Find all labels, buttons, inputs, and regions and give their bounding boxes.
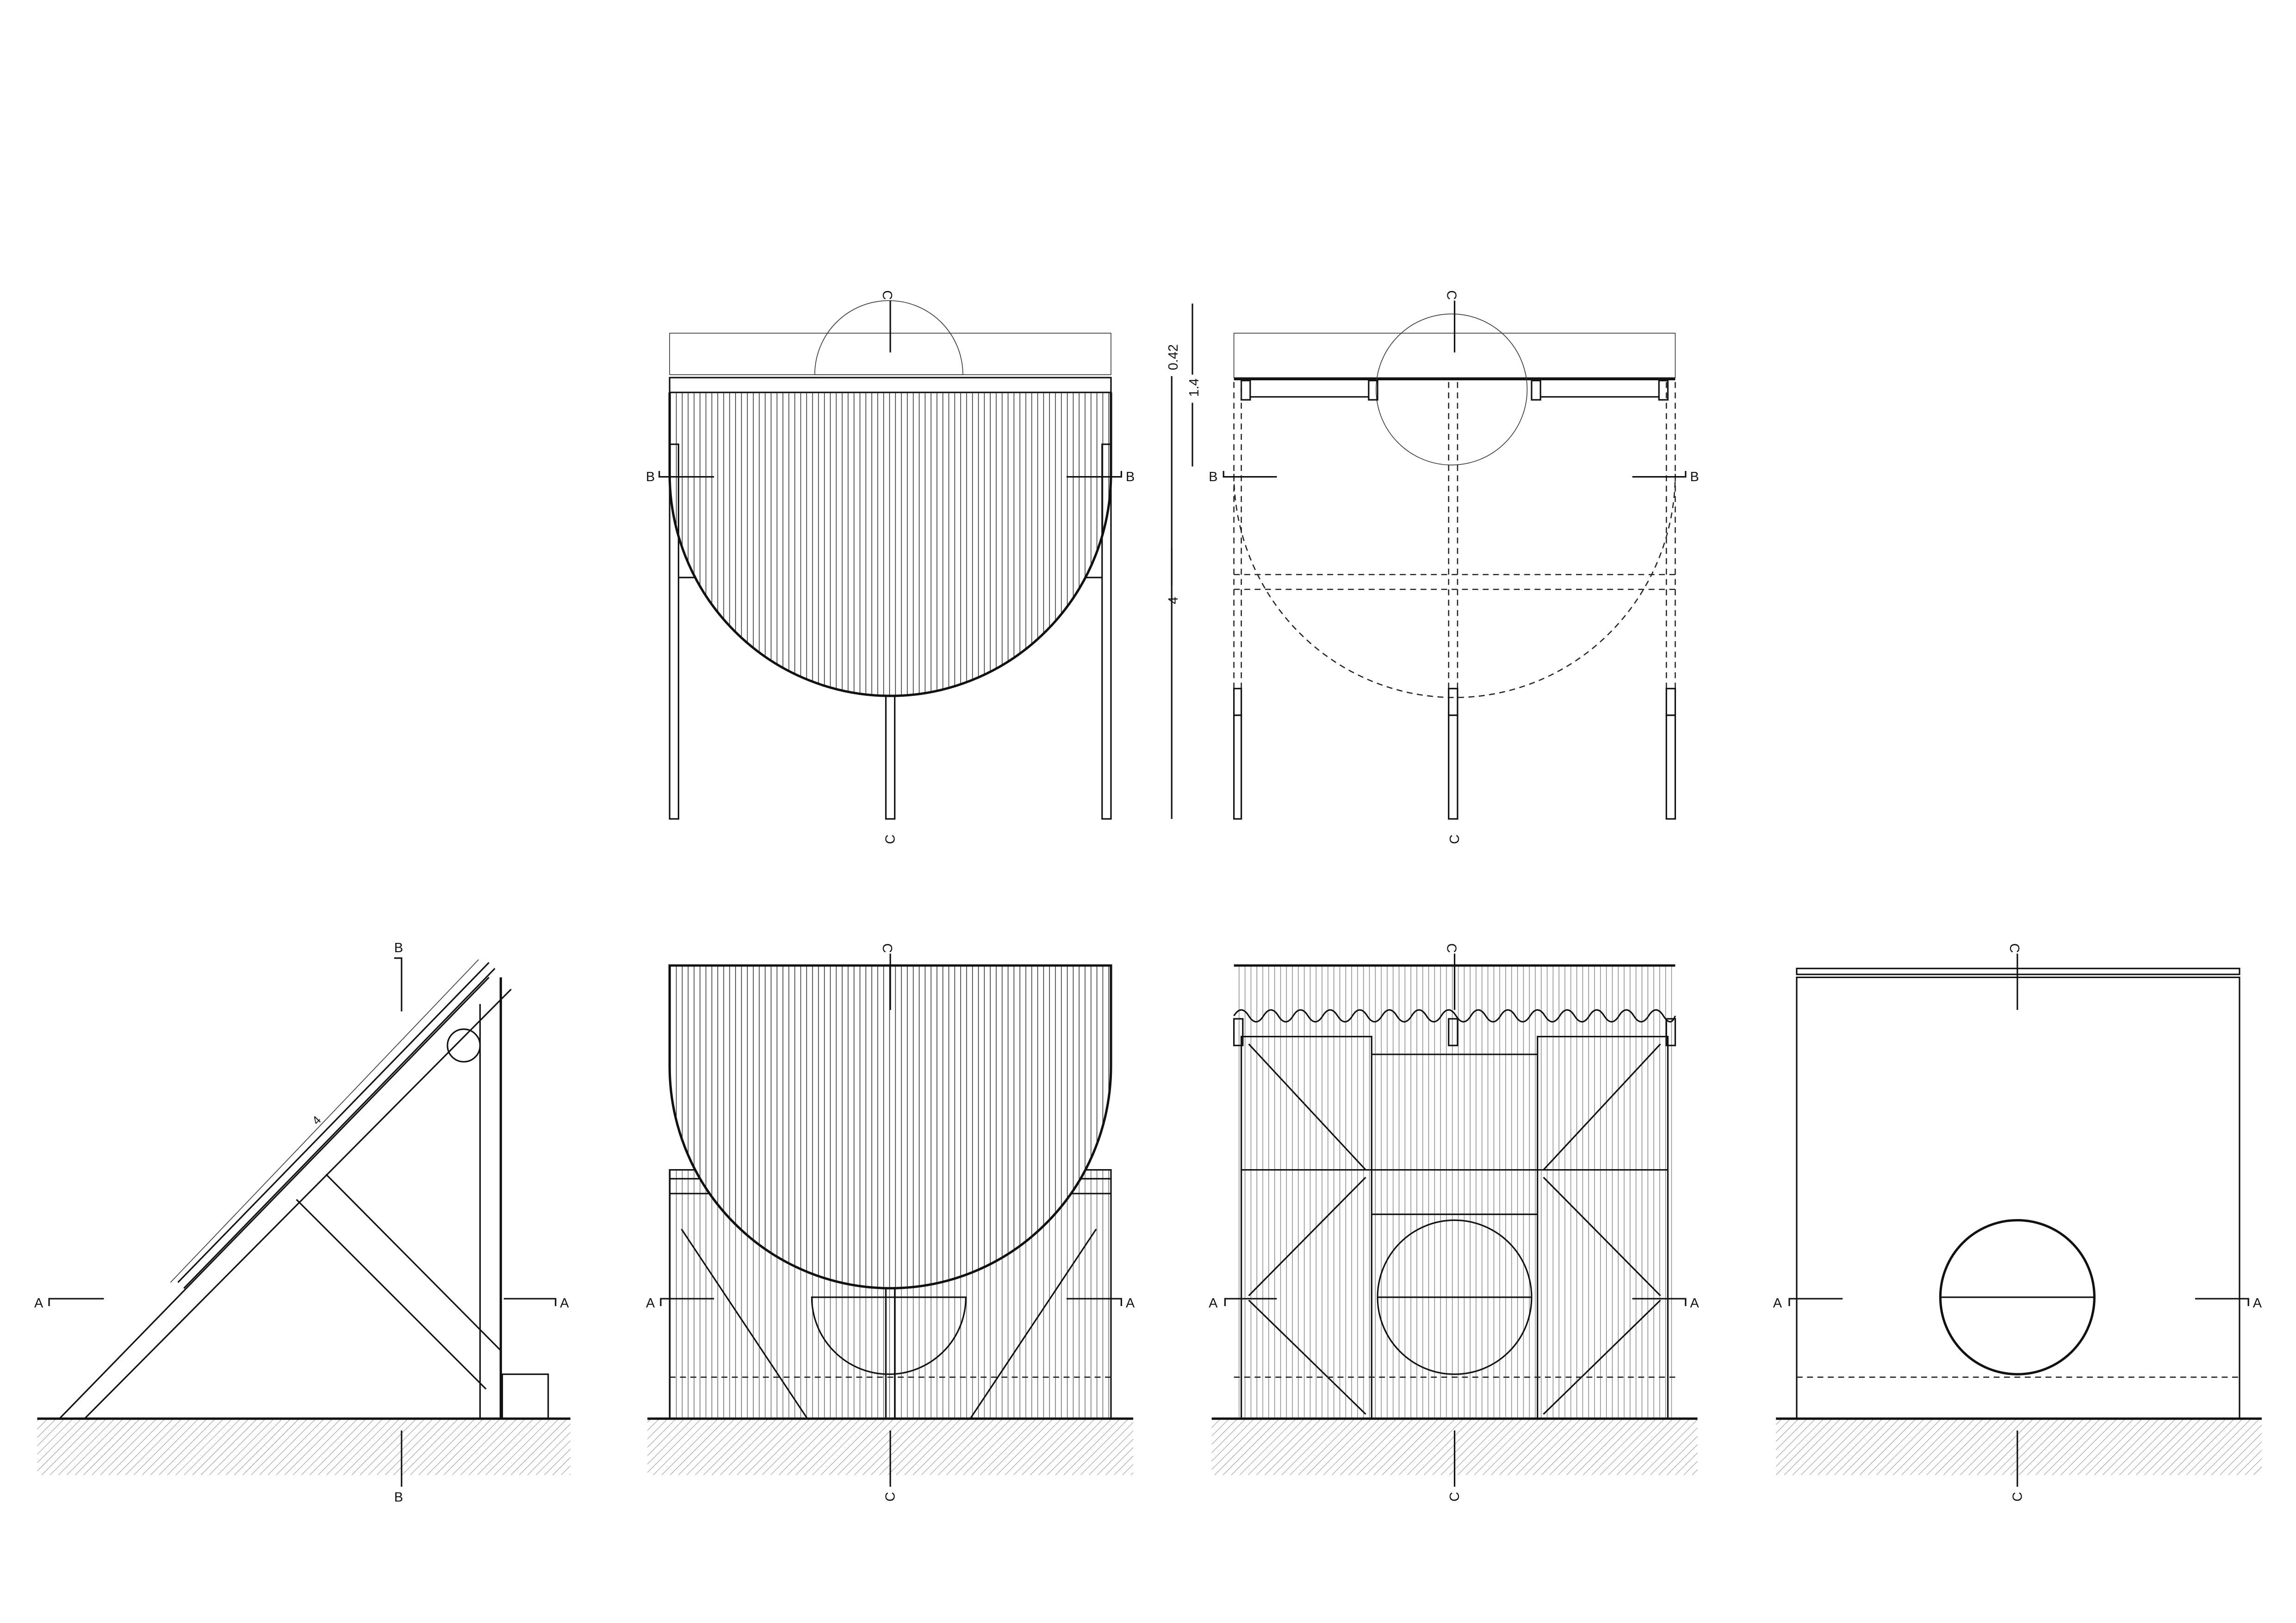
- ground: [37, 1417, 2262, 1475]
- section-marker-b: B: [1126, 470, 1135, 484]
- section-marker-b: B: [1690, 470, 1699, 484]
- dimension-lines: 4 1.4 0.42: [1166, 304, 1202, 819]
- section-marker-a: A: [1690, 1296, 1699, 1311]
- section-marker-c: C: [1444, 290, 1459, 300]
- section-marker-a: A: [646, 1296, 655, 1311]
- section-marker-a: A: [2253, 1296, 2262, 1311]
- leg-left: [669, 443, 679, 820]
- roof-dome: [814, 300, 963, 375]
- section-plan-top: [1233, 313, 1676, 820]
- section-marker-a: A: [560, 1296, 569, 1311]
- section-marker-a: A: [1126, 1296, 1135, 1311]
- roof-dome: [1376, 313, 1528, 465]
- section-marker-a: A: [34, 1296, 43, 1311]
- striped-facade: [1796, 976, 2240, 1419]
- section-marker-b: B: [1209, 470, 1217, 484]
- dimension-slope-length: 4: [310, 1114, 324, 1127]
- elevation-front-bottom: [668, 964, 1112, 1419]
- section-marker-c: C: [1447, 1492, 1462, 1502]
- section-marker-c: C: [2010, 1492, 2025, 1502]
- leg-center: [885, 695, 896, 820]
- dimension-total-height: 4: [1166, 597, 1181, 604]
- section-marker-b: B: [394, 941, 403, 955]
- section-marker-c: C: [883, 1492, 898, 1502]
- section-marker-c: C: [880, 943, 894, 953]
- section-marker-c: C: [1447, 835, 1462, 844]
- section-marker-b: B: [394, 1490, 403, 1505]
- elevation-striped: [1796, 967, 2240, 1419]
- section-structure: [1233, 964, 1676, 1419]
- section-marker-c: C: [883, 835, 898, 844]
- section-marker-c: C: [880, 290, 894, 300]
- section-marker-b: B: [646, 470, 655, 484]
- section-marker-a: A: [1773, 1296, 1782, 1311]
- section-marker-c: C: [1444, 943, 1459, 953]
- leg-right: [1101, 443, 1112, 820]
- section-side: 4: [59, 959, 549, 1419]
- section-marker-a: A: [1209, 1296, 1218, 1311]
- section-markers: C C C C B B B B B B A A A A A A A A: [34, 290, 2262, 1505]
- corrugated-shell: [670, 392, 1111, 696]
- elevation-front-top: [668, 300, 1112, 820]
- section-marker-c: C: [2007, 943, 2022, 953]
- dimension-roof-depth: 1.4: [1187, 378, 1202, 397]
- dimension-roof-overhang: 0.42: [1166, 344, 1181, 370]
